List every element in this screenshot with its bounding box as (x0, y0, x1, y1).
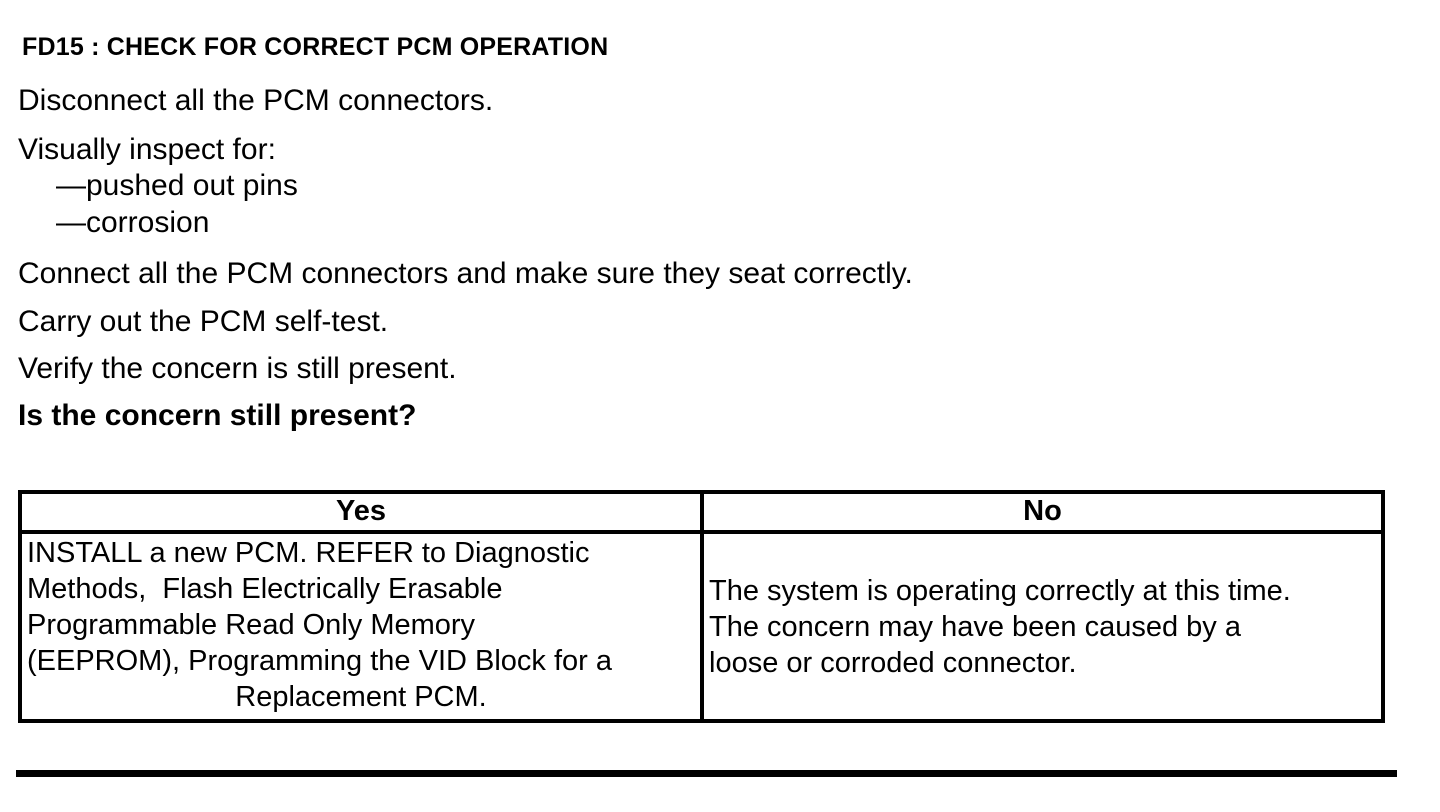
procedure-content: FD15 : CHECK FOR CORRECT PCM OPERATION D… (18, 34, 1398, 723)
step-connect: Connect all the PCM connectors and make … (18, 257, 913, 290)
procedure-heading: FD15 : CHECK FOR CORRECT PCM OPERATION (22, 33, 609, 61)
no-action-line: loose or corroded connector. (709, 646, 1077, 679)
yes-action-line: Programmable Read Only Memory (27, 609, 476, 641)
yes-action-line: Replacement PCM. (235, 681, 487, 713)
no-column-header: No (700, 494, 1381, 534)
bottom-horizontal-rule (16, 770, 1397, 777)
yes-action-cell: INSTALL a new PCM. REFER to Diagnostic M… (22, 534, 700, 719)
step-verify: Verify the concern is still present. (18, 352, 457, 385)
inspect-list: —pushed out pins —corrosion (18, 167, 1398, 241)
decision-table: Yes No INSTALL a new PCM. REFER to Diagn… (18, 490, 1385, 723)
step-inspect: Visually inspect for: (18, 133, 276, 166)
step-selftest: Carry out the PCM self-test. (18, 305, 389, 338)
step-disconnect: Disconnect all the PCM connectors. (18, 84, 494, 117)
yes-column-header: Yes (22, 494, 700, 534)
yes-action-line: INSTALL a new PCM. REFER to Diagnostic (27, 537, 590, 569)
yes-action-line: (EEPROM), Programming the VID Block for … (27, 645, 612, 677)
inspect-item-pushed-out-pins: —pushed out pins (56, 169, 298, 202)
decision-question: Is the concern still present? (18, 399, 417, 432)
no-action-line: The system is operating correctly at thi… (709, 574, 1291, 607)
yes-action-line: Methods, Flash Electrically Erasable (27, 573, 503, 605)
no-action-cell: The system is operating correctly at thi… (700, 534, 1381, 719)
inspect-item-corrosion: —corrosion (56, 206, 210, 239)
no-action-line: The concern may have been caused by a (709, 610, 1241, 643)
